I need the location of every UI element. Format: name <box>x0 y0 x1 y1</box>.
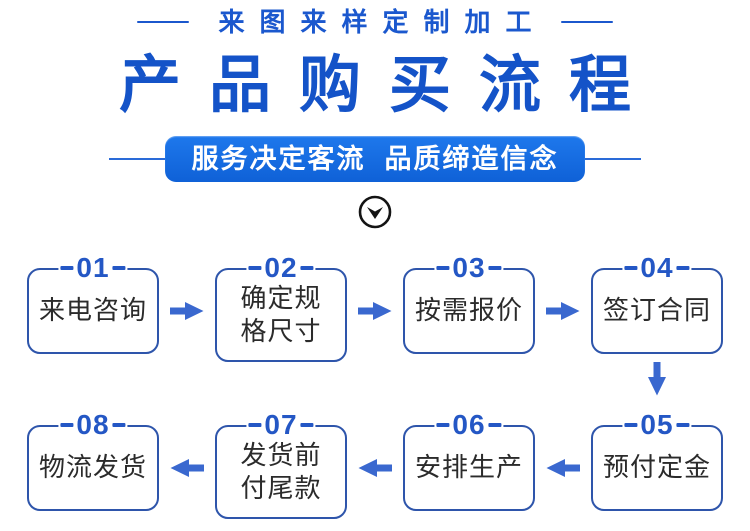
number-dash <box>436 423 450 427</box>
number-dash <box>248 423 262 427</box>
number-dash <box>676 423 690 427</box>
arrow-slot <box>535 458 591 478</box>
number-dash <box>300 266 314 270</box>
step-number-text: 02 <box>264 252 298 283</box>
number-dash <box>676 266 690 270</box>
flow-step-04: 04 签订合同 <box>591 254 723 354</box>
step-label: 物流发货 <box>38 452 147 483</box>
step-number-text: 08 <box>76 409 110 440</box>
step-number-text: 04 <box>640 252 674 283</box>
arrow-left-icon <box>546 459 580 477</box>
step-number: 05 <box>622 409 692 440</box>
number-dash <box>624 266 638 270</box>
step-number: 07 <box>246 409 316 440</box>
arrow-right-icon <box>170 302 204 320</box>
decorative-line-left <box>137 21 190 24</box>
arrow-slot <box>347 301 403 321</box>
flow-step-08: 08 物流发货 <box>27 411 159 511</box>
step-label: 来电咨询 <box>38 295 147 326</box>
step-number: 02 <box>246 252 316 283</box>
slogan-banner: 服务决定客流 品质缔造信念 <box>165 136 585 182</box>
step-number-text: 01 <box>76 252 110 283</box>
number-dash <box>488 266 502 270</box>
step-number-text: 03 <box>452 252 486 283</box>
step-label: 确定规 格尺寸 <box>240 282 322 346</box>
flow-step-06: 06 安排生产 <box>403 411 535 511</box>
arrow-left-icon <box>358 459 392 477</box>
step-label: 签订合同 <box>602 295 711 326</box>
arrow-slot <box>535 301 591 321</box>
banner-line-right <box>584 158 641 160</box>
step-label: 按需报价 <box>414 295 523 326</box>
flow-step-03: 03 按需报价 <box>403 254 535 354</box>
step-number: 03 <box>434 252 504 283</box>
number-dash <box>60 423 74 427</box>
flow-step-05: 05 预付定金 <box>591 411 723 511</box>
step-number-text: 05 <box>640 409 674 440</box>
tagline-text: 来图来样定制加工 <box>218 7 547 37</box>
flow-step-01: 01 来电咨询 <box>27 254 159 354</box>
arrow-right-icon <box>546 302 580 320</box>
step-number: 04 <box>622 252 692 283</box>
number-dash <box>112 423 126 427</box>
arrow-slot <box>159 301 215 321</box>
number-dash <box>300 423 314 427</box>
flow-row-1: 01 来电咨询 02 确定规 格尺寸 03 <box>0 254 750 362</box>
step-number: 08 <box>58 409 128 440</box>
circle-chevron-down-icon <box>358 195 392 229</box>
step-number: 01 <box>58 252 128 283</box>
arrow-slot <box>347 458 403 478</box>
flow-step-07: 07 发货前 付尾款 <box>215 411 347 519</box>
page-title: 产品购买流程 <box>118 51 659 120</box>
number-dash <box>624 423 638 427</box>
step-label: 发货前 付尾款 <box>240 439 322 503</box>
step-label: 安排生产 <box>414 452 523 483</box>
arrow-right-icon <box>358 302 392 320</box>
arrow-slot <box>159 458 215 478</box>
number-dash <box>112 266 126 270</box>
step-number-text: 07 <box>264 409 298 440</box>
arrow-down-icon <box>648 362 666 396</box>
step-number: 06 <box>434 409 504 440</box>
number-dash <box>248 266 262 270</box>
step-label: 预付定金 <box>602 452 711 483</box>
number-dash <box>60 266 74 270</box>
number-dash <box>436 266 450 270</box>
banner-line-left <box>109 158 166 160</box>
step-number-text: 06 <box>452 409 486 440</box>
arrow-left-icon <box>170 459 204 477</box>
banner-row: 服务决定客流 品质缔造信念 <box>0 136 750 182</box>
decorative-line-right <box>560 21 613 24</box>
tagline-row: 来图来样定制加工 <box>0 8 750 37</box>
number-dash <box>488 423 502 427</box>
flow-row-2: 08 物流发货 07 发货前 付尾款 06 <box>0 411 750 519</box>
flow-step-02: 02 确定规 格尺寸 <box>215 254 347 362</box>
